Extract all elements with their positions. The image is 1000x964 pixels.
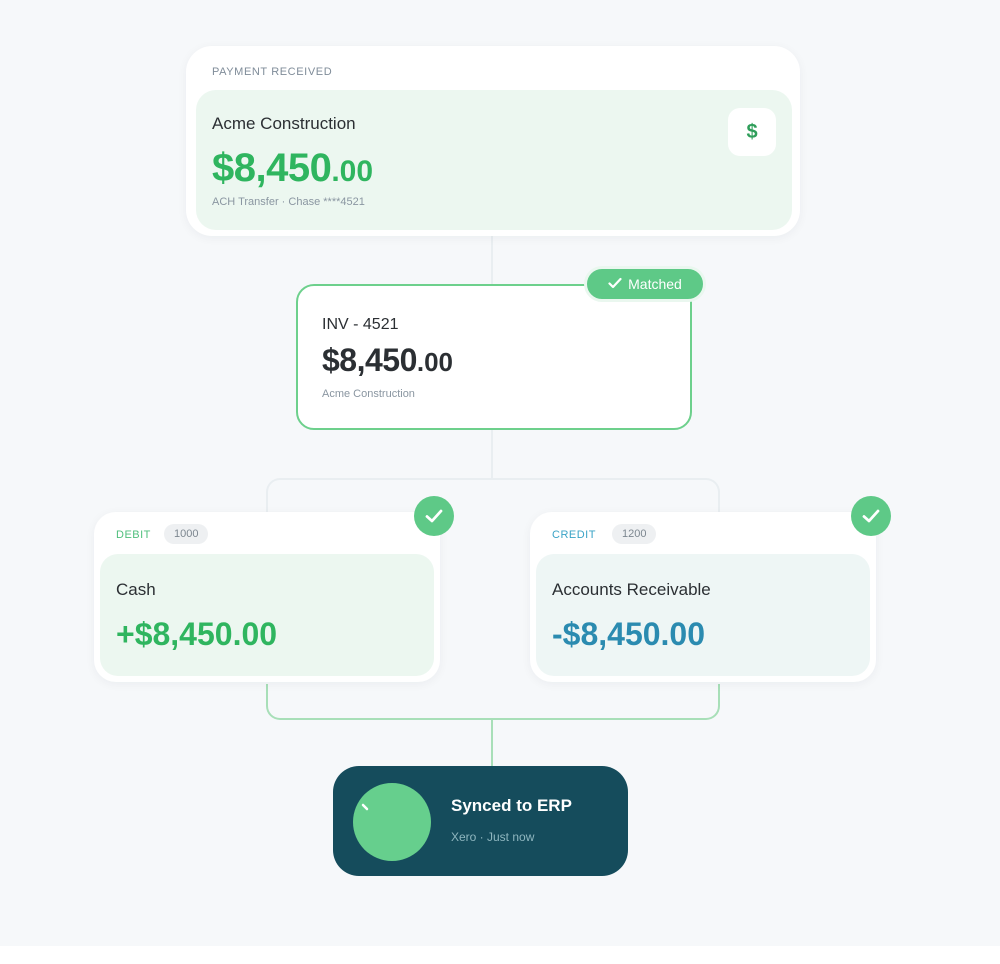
matched-badge: Matched <box>584 266 706 302</box>
debit-tag: DEBIT <box>116 529 151 541</box>
credit-entry-card[interactable]: CREDIT 1200 Accounts Receivable -$8,450.… <box>530 512 876 682</box>
invoice-customer: Acme Construction <box>322 388 415 400</box>
dollar-icon[interactable]: $ <box>728 108 776 156</box>
connector-to-sync <box>491 718 493 768</box>
sync-spinner-icon <box>353 783 431 861</box>
payment-amount-cents: .00 <box>331 155 374 188</box>
debit-account-number: 1000 <box>164 524 209 544</box>
debit-entry-card[interactable]: DEBIT 1000 Cash +$8,450.00 <box>94 512 440 682</box>
credit-amount: -$8,450.00 <box>552 616 706 652</box>
payment-details: Acme Construction $8,450.00 ACH Transfer… <box>196 90 792 230</box>
invoice-amount: $8,450.00 <box>322 342 453 379</box>
invoice-number: INV - 4521 <box>322 316 399 333</box>
invoice-amount-cents: .00 <box>416 347 454 377</box>
invoice-card[interactable]: INV - 4521 $8,450.00 Acme Construction <box>296 284 692 430</box>
debit-amount: +$8,450.00 <box>116 616 278 652</box>
credit-tag: CREDIT <box>552 529 596 541</box>
payment-section-label: PAYMENT RECEIVED <box>212 66 333 78</box>
sync-title: Synced to ERP <box>451 796 572 815</box>
payer-name: Acme Construction <box>212 114 356 133</box>
payment-received-card[interactable]: PAYMENT RECEIVED Acme Construction $8,45… <box>186 46 800 236</box>
payment-method: ACH Transfer · Chase ****4521 <box>212 196 365 208</box>
credit-account-name: Accounts Receivable <box>552 580 711 599</box>
connector-middle <box>491 430 493 480</box>
credit-details: Accounts Receivable -$8,450.00 <box>536 554 870 676</box>
debit-account-name: Cash <box>116 580 156 599</box>
payment-amount: $8,450.00 <box>212 146 373 191</box>
debit-check-icon <box>414 496 454 536</box>
payment-amount-main: $8,450 <box>212 146 332 190</box>
credit-check-icon <box>851 496 891 536</box>
check-icon <box>608 276 622 292</box>
sync-subtitle: Xero · Just now <box>451 830 535 844</box>
connector-branch <box>266 478 720 538</box>
erp-sync-card[interactable]: Synced to ERP Xero · Just now <box>333 766 628 876</box>
credit-account-number: 1200 <box>612 524 657 544</box>
debit-details: Cash +$8,450.00 <box>100 554 434 676</box>
invoice-amount-main: $8,450 <box>322 342 417 378</box>
connector-top <box>491 236 493 286</box>
connector-merge <box>266 684 720 720</box>
matched-label: Matched <box>628 276 682 292</box>
